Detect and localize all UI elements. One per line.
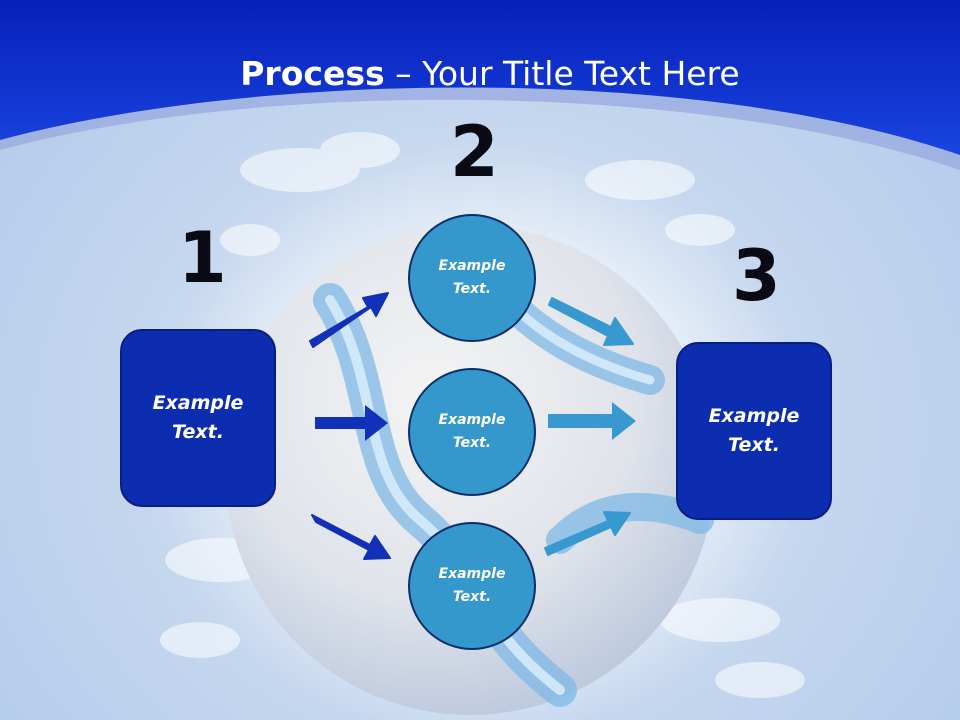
circle-middle: Example Text.: [408, 368, 536, 496]
arrow-left-to-top: [309, 292, 389, 348]
arrow-bottom-to-right: [544, 511, 631, 556]
left-box-line2: Text.: [172, 421, 224, 443]
step-number-1: 1: [178, 217, 227, 299]
circle-middle-line1: Example: [438, 412, 506, 428]
slide-title: Process – Your Title Text Here: [0, 52, 960, 96]
circle-bottom-line1: Example: [438, 566, 506, 582]
step-number-3: 3: [732, 235, 781, 317]
left-box: Example Text.: [120, 329, 276, 507]
right-box-line1: Example: [708, 405, 800, 427]
circle-top-line1: Example: [438, 258, 506, 274]
step-number-2: 2: [450, 111, 499, 193]
left-box-line1: Example: [152, 392, 244, 414]
right-box-line2: Text.: [728, 434, 780, 456]
arrow-left-to-bottom: [311, 514, 391, 560]
right-box: Example Text.: [676, 342, 832, 520]
circle-bottom-line2: Text.: [452, 589, 492, 605]
title-rest: – Your Title Text Here: [384, 54, 740, 93]
circle-top-line2: Text.: [452, 281, 492, 297]
arrow-left-to-middle: [315, 405, 388, 441]
arrow-top-to-right: [548, 297, 634, 346]
circle-bottom: Example Text.: [408, 522, 536, 650]
title-bold: Process: [240, 54, 385, 93]
circle-middle-line2: Text.: [452, 435, 492, 451]
arrow-middle-to-right: [548, 402, 636, 440]
circle-top: Example Text.: [408, 214, 536, 342]
